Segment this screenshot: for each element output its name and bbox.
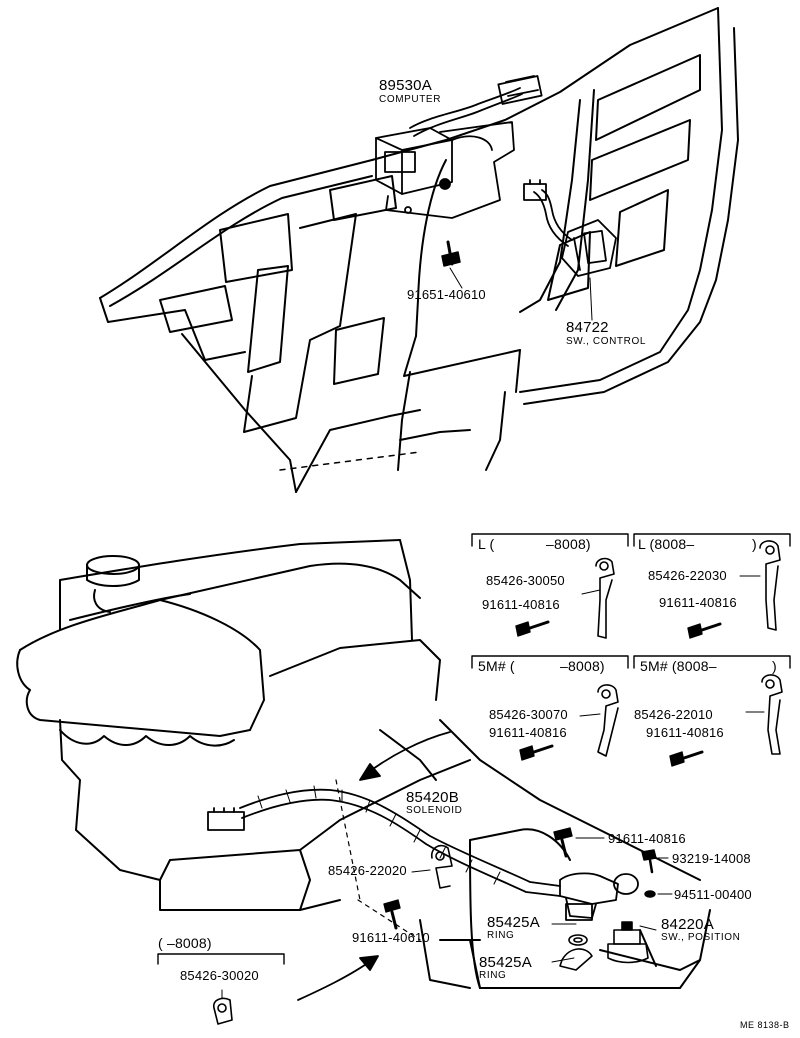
control-switch-part-number: 84722 [566,319,609,336]
box-5m-late-header-a: 5M# (8008– [640,658,717,674]
position-switch-description: SW., POSITION [661,932,741,943]
bolt-solenoid-part-number: 91611-40816 [608,831,686,846]
solenoid-harness [207,785,639,921]
screw-part-number: 93219-14008 [672,851,751,866]
variant-clamps [212,540,783,1025]
box-5m-early-bolt-pn: 91611-40816 [489,725,567,740]
clamp-center-part-number: 85426-22020 [328,863,407,878]
early-variant-header: ( –8008) [158,935,212,951]
computer-part-number: 89530A [379,77,432,94]
variant-bolts [515,620,722,767]
bolt-icon-solenoid [383,827,657,930]
bolt-top-part-number: 91651-40610 [407,287,486,302]
box-5m-late-clamp-pn: 85426-22010 [634,707,713,722]
ring1-description: RING [487,930,515,941]
solenoid-part-number: 85420B [406,789,459,806]
variant-boxes [157,533,791,965]
box-l-late-header-b: ) [752,536,757,552]
box-l-early-bolt-pn: 91611-40816 [482,597,560,612]
box-5m-late-header-b: ) [772,658,777,674]
reference-code: ME 8138-B [740,1020,790,1030]
box-l-late-clamp-pn: 85426-22030 [648,568,727,583]
box-l-late-bolt-pn: 91611-40816 [659,595,737,610]
hidden-lines [335,779,421,941]
ring2-description: RING [479,970,507,981]
solenoid-description: SOLENOID [406,805,463,816]
box-5m-early-header-b: –8008) [560,658,605,674]
position-switch [607,921,649,964]
early-variant-clamp-pn: 85426-30020 [180,968,259,983]
control-switch [523,179,617,277]
ring-washer [559,934,593,971]
clamp-center [430,844,453,889]
box-5m-early-clamp-pn: 85426-30070 [489,707,568,722]
computer-description: COMPUTER [379,94,442,105]
ring2-part-number: 85425A [479,954,532,971]
box-5m-late-bolt-pn: 91611-40816 [646,725,724,740]
bolt-lower-part-number: 91611-40610 [352,930,430,945]
bolt-icon-top [441,240,461,267]
ring1-part-number: 85425A [487,914,540,931]
box-l-early-header-a: L ( [478,536,495,552]
box-5m-early-header-a: 5M# ( [478,658,515,674]
flow-arrows [297,731,451,1001]
position-switch-part-number: 84220A [661,916,714,933]
instrument-panel [99,7,739,493]
box-l-late-header-a: L (8008– [638,536,695,552]
computer-module [375,75,543,219]
washer-part-number: 94511-00400 [674,887,752,902]
control-switch-description: SW., CONTROL [566,336,646,347]
box-l-early-clamp-pn: 85426-30050 [486,573,565,588]
box-l-early-header-b: –8008) [546,536,591,552]
leader-lines [551,837,673,963]
engine-block [16,539,711,989]
